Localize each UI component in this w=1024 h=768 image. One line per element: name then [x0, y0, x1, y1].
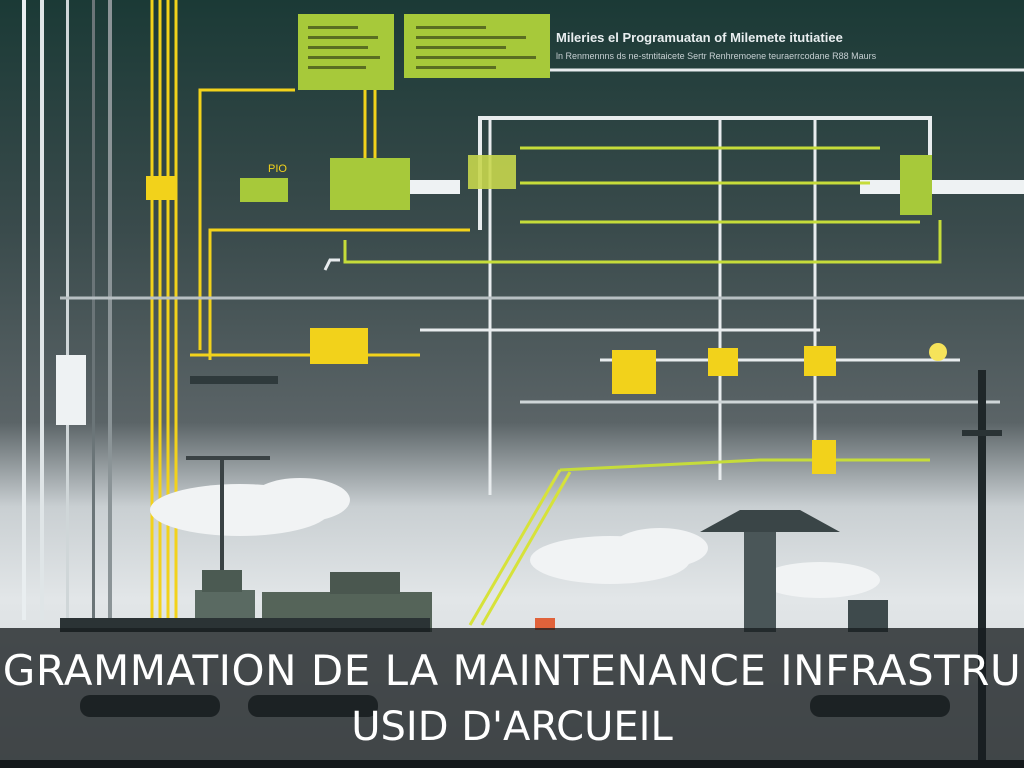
utility-pole [962, 370, 1002, 768]
crane-arm [468, 469, 572, 626]
illustration-header: Mileries el Programuatan of Milemete itu… [556, 30, 956, 61]
header-title: Mileries el Programuatan of Milemete itu… [556, 30, 843, 45]
bottom-bar [0, 760, 1024, 768]
pipe-segment [860, 180, 1024, 194]
header-subtitle: ln Renmennns ds ne-stntitaicete Sertr Re… [556, 51, 877, 61]
panel-label: PIO [268, 163, 287, 175]
left-poles [22, 0, 112, 620]
caption-title: GRAMMATION DE LA MAINTENANCE INFRASTRU [2, 646, 1022, 695]
warning-light [535, 618, 555, 630]
lime-conduits [343, 146, 942, 472]
white-pipes [60, 68, 1024, 495]
tower [700, 510, 888, 632]
equipment-boxes [190, 155, 947, 474]
caption-subtitle: USID D'ARCUEIL [351, 704, 673, 750]
caption-band [0, 628, 1024, 760]
clouds [150, 478, 880, 598]
junction-box [146, 176, 176, 200]
info-panels [298, 14, 550, 90]
